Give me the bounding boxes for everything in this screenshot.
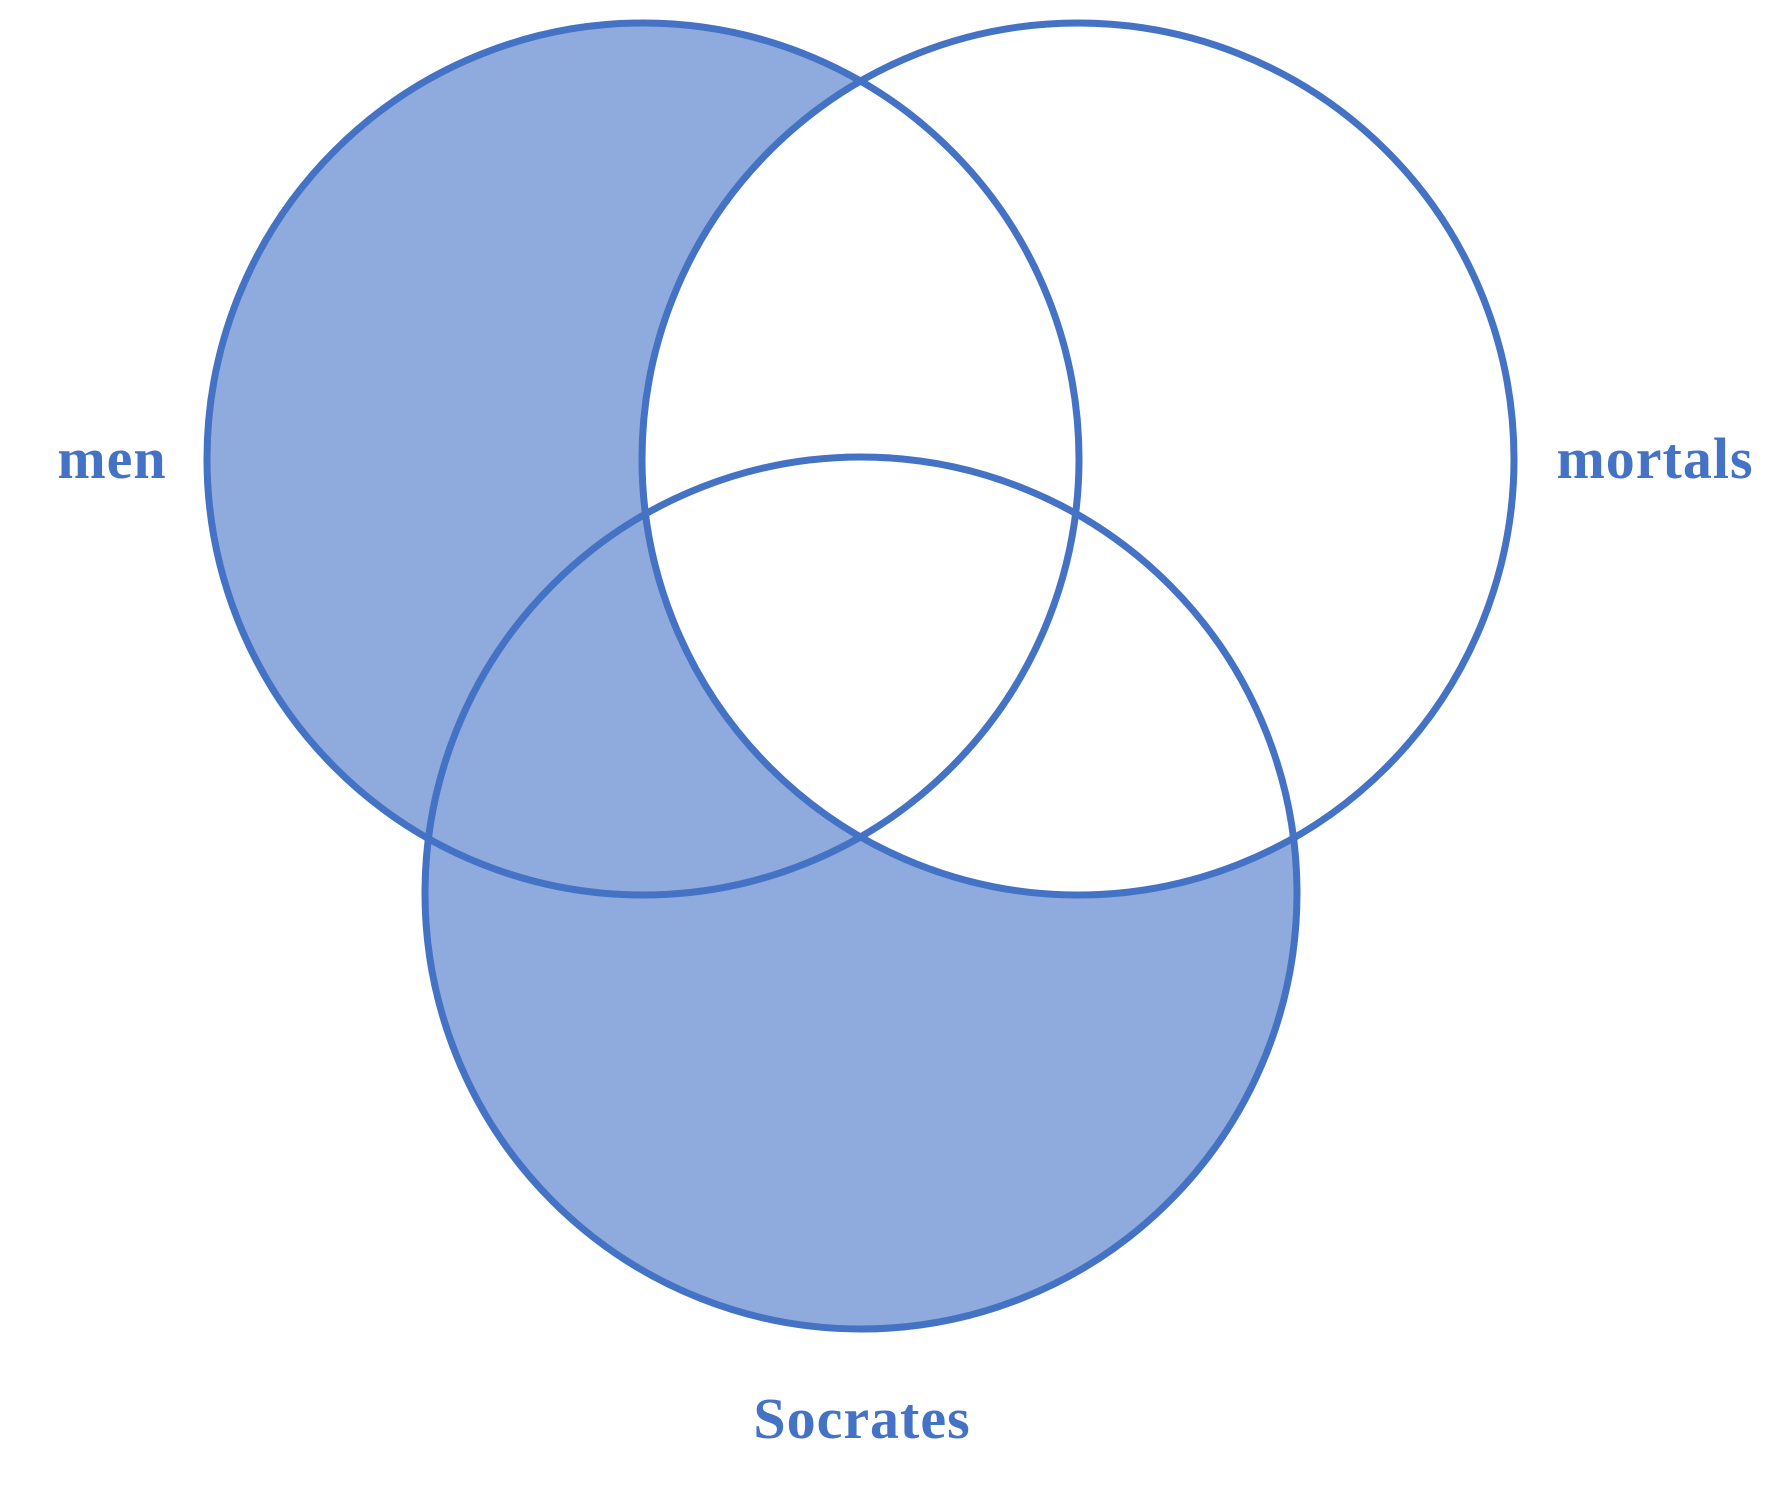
shaded-region xyxy=(207,23,1297,1329)
mortals-circle xyxy=(638,19,1518,899)
men-circle xyxy=(203,19,1083,899)
socrates-label: Socrates xyxy=(753,1386,970,1451)
socrates-circle xyxy=(421,453,1301,1333)
men-label: men xyxy=(57,426,166,491)
mortals-label: mortals xyxy=(1556,426,1753,491)
socrates-shading xyxy=(425,457,1297,1329)
